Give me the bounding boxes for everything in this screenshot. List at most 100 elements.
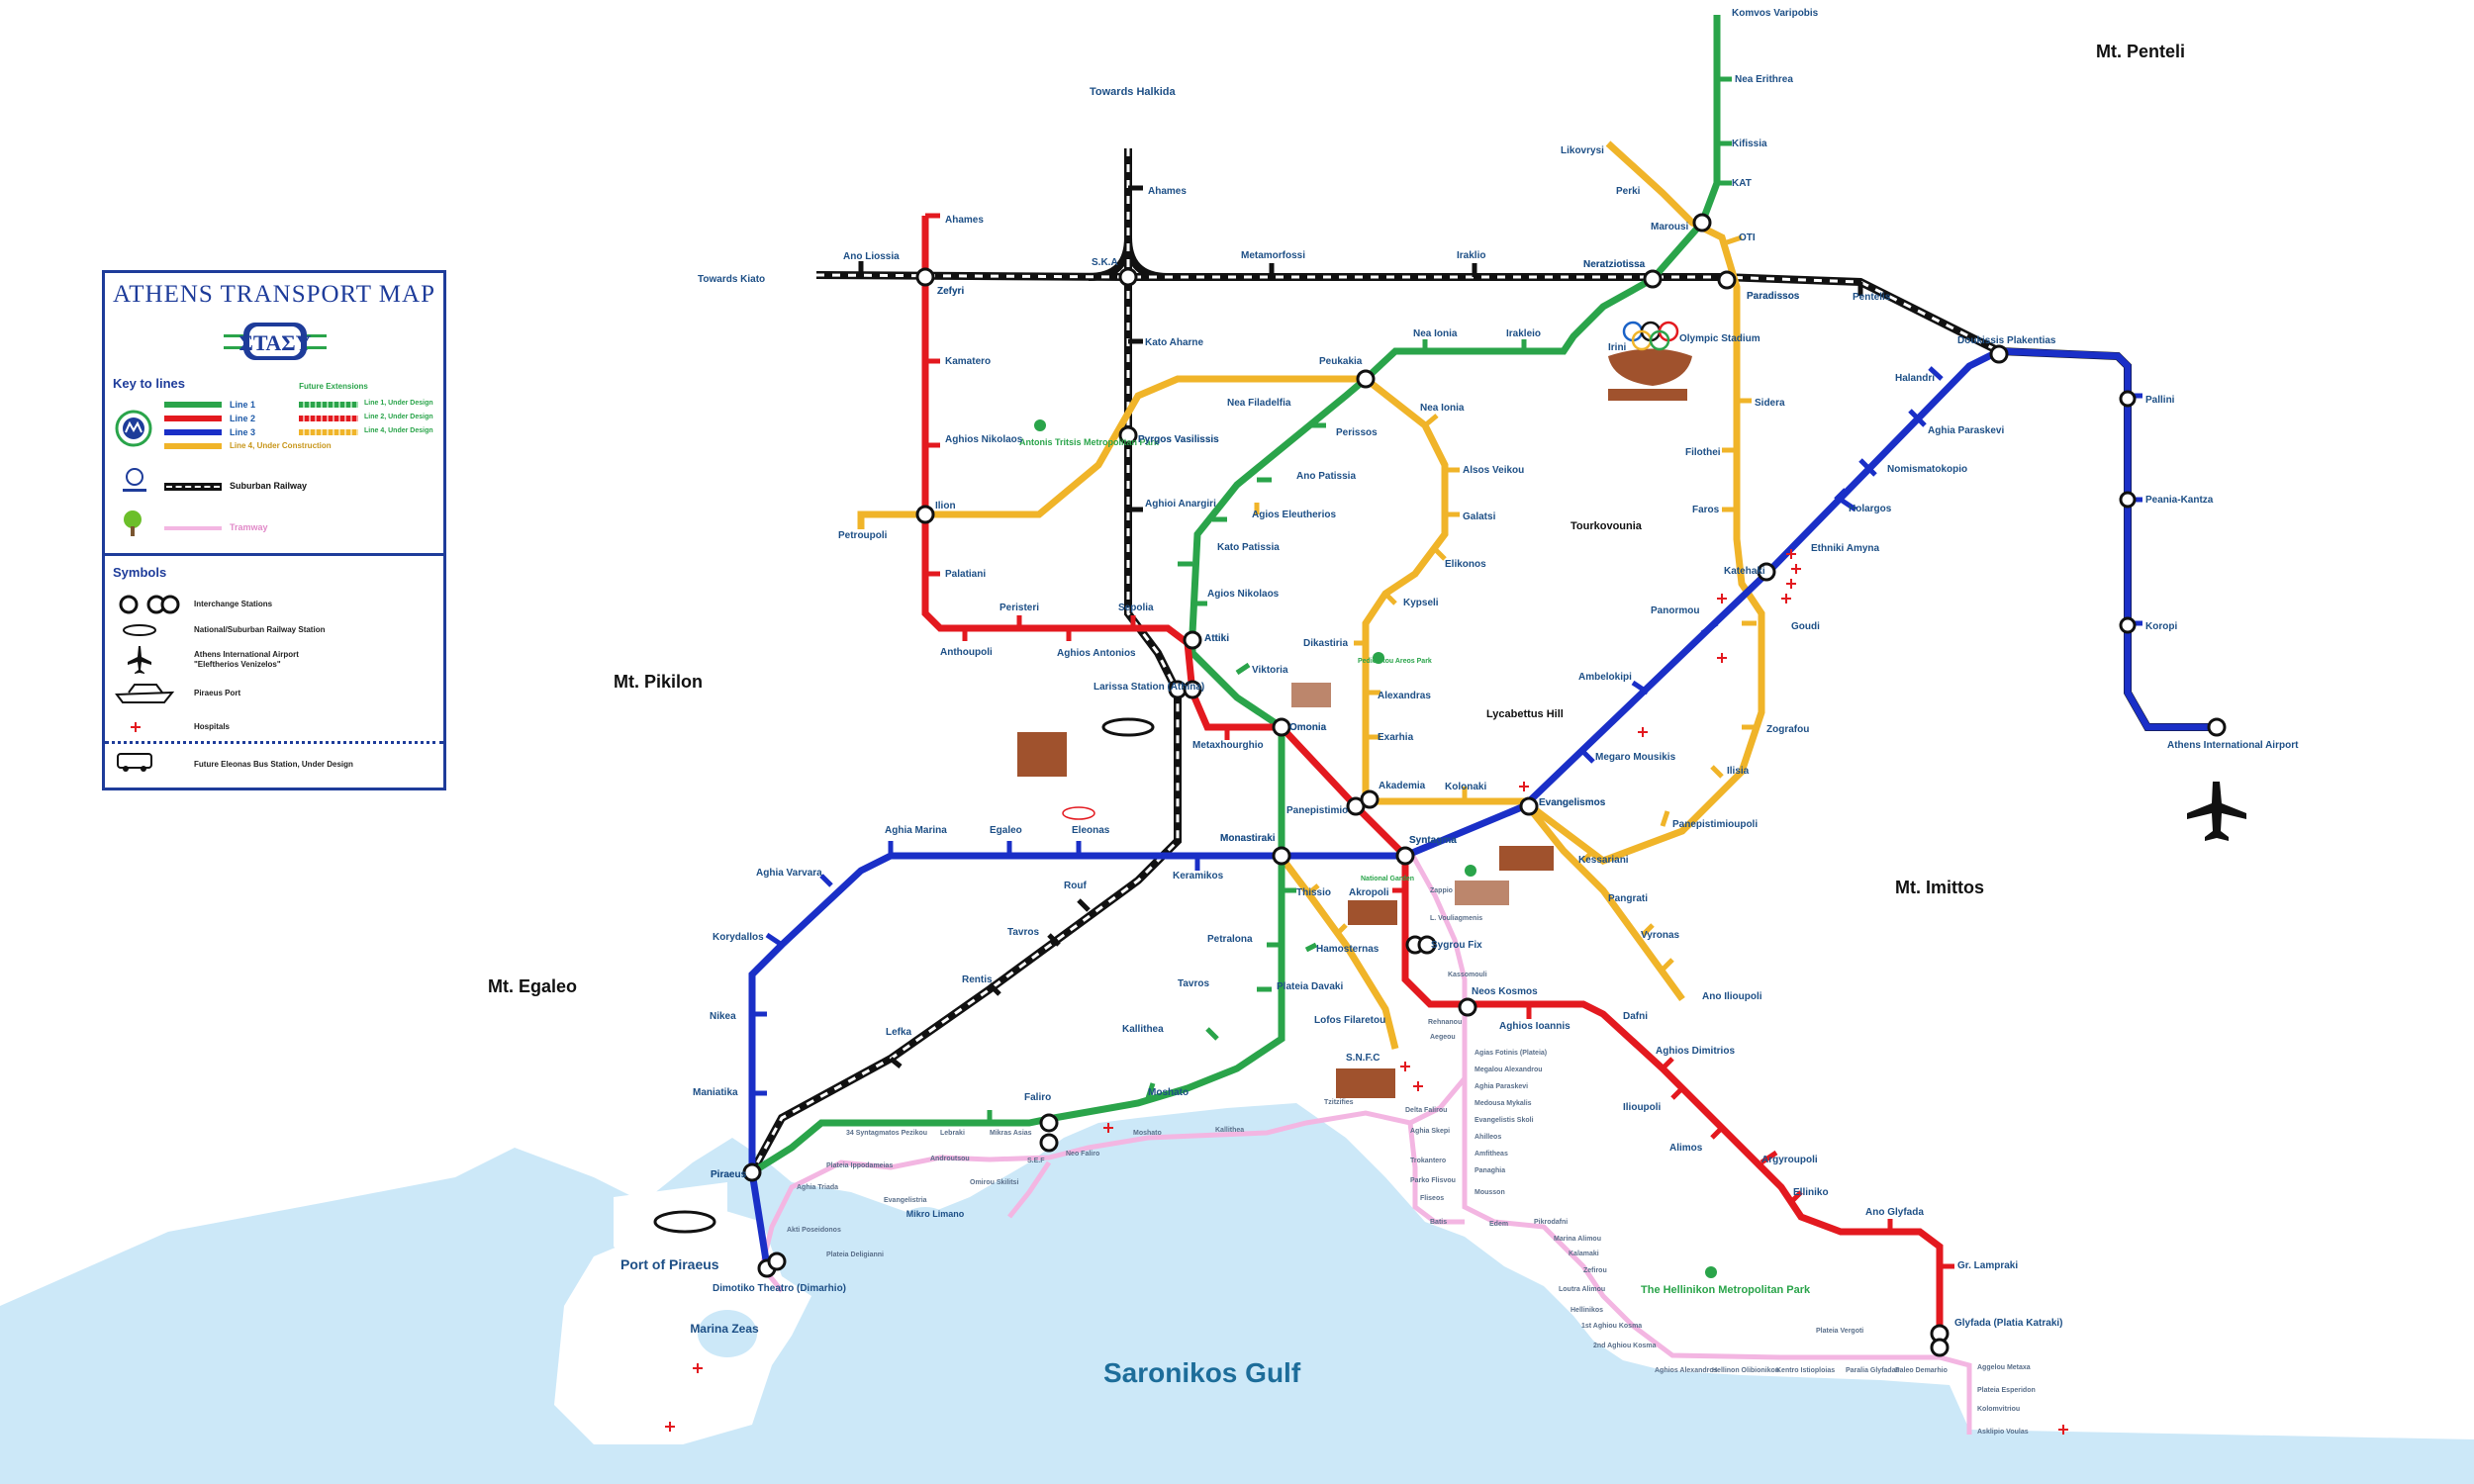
station: Rouf <box>1064 881 1087 891</box>
station: Kato Aharne <box>1145 337 1204 348</box>
station: Tavros <box>1007 927 1039 938</box>
station: Athens International Airport <box>2167 740 2299 751</box>
tram-stop: Hellinon Olibionikon <box>1712 1367 1779 1374</box>
station: Pentelis <box>1853 292 1891 303</box>
station: Faros <box>1692 505 1720 515</box>
station: Kallithea <box>1122 1024 1164 1035</box>
legend-dotted-separator <box>105 741 443 744</box>
station: Neratziotissa <box>1583 259 1646 270</box>
legend-hospitals: Hospitals <box>194 722 231 731</box>
legend: ATHENS TRANSPORT MAP ΣΤΑΣΥ Key to lines … <box>102 270 446 790</box>
tram-line <box>759 849 1972 1435</box>
label-towards-kiato: Towards Kiato <box>698 274 765 285</box>
station: Nomismatokopio <box>1887 464 1967 475</box>
tram-stop: Batis <box>1430 1219 1447 1226</box>
interchange-icon <box>119 595 180 614</box>
station: Lofos Filaretou <box>1314 1015 1385 1026</box>
station: Ano Liossia <box>843 251 900 262</box>
tram-stop: Parko Flisvou <box>1410 1177 1456 1184</box>
tram-stop: 34 Syntagmatos Pezikou <box>846 1130 927 1137</box>
station: Irakleio <box>1506 328 1541 339</box>
tram-stop: Megalou Alexandrou <box>1475 1067 1543 1073</box>
station: Megaro Mousikis <box>1595 752 1676 763</box>
swatch-line2-future <box>299 416 358 421</box>
tram-stop: Aghia Skepi <box>1410 1128 1450 1135</box>
station: Nea Ionia <box>1420 403 1465 414</box>
station: Doukissis Plakentias <box>1957 335 2056 346</box>
station: Nikea <box>710 1011 736 1022</box>
legend-separator <box>105 553 443 556</box>
station: Faliro <box>1024 1092 1051 1103</box>
legend-line1: Line 1 <box>230 400 256 410</box>
label-marina-zeas: Marina Zeas <box>690 1322 759 1336</box>
station: Hamosternas <box>1316 944 1380 955</box>
swatch-line3 <box>164 429 222 435</box>
label-tourkovounia: Tourkovounia <box>1570 520 1643 532</box>
station: Dafni <box>1623 1011 1648 1022</box>
station: Aghios Antonios <box>1057 648 1136 659</box>
tram-stop: Akti Poseidonos <box>787 1227 841 1234</box>
station: Zefyri <box>937 286 964 297</box>
hospital-icons <box>665 549 2068 1435</box>
station: Ilion <box>935 501 956 511</box>
station: Omonia <box>1289 722 1327 733</box>
station: Sepolia <box>1118 603 1154 613</box>
tram-stop: Zappio <box>1430 887 1453 894</box>
station: Halandri <box>1895 373 1935 384</box>
station: Piraeus <box>711 1169 747 1180</box>
legend-line3: Line 3 <box>230 427 256 437</box>
train-station-icon <box>123 624 156 636</box>
station: Exarhia <box>1378 732 1414 743</box>
tram-stop: Aghia Paraskevi <box>1475 1083 1528 1090</box>
station: Kato Patissia <box>1217 542 1280 553</box>
label-port-piraeus: Port of Piraeus <box>620 1256 719 1272</box>
station: Attiki <box>1204 633 1229 644</box>
station: Zografou <box>1766 724 1809 735</box>
station: Neos Kosmos <box>1472 986 1538 997</box>
station: Evangelismos <box>1539 797 1606 808</box>
legend-port: Piraeus Port <box>194 689 241 697</box>
station: Kamatero <box>945 356 991 367</box>
station: Petroupoli <box>838 530 888 541</box>
swatch-line1 <box>164 402 222 408</box>
station: Aghia Marina <box>885 825 947 836</box>
station: Tavros <box>1178 978 1209 989</box>
tram-stop: Plateia Ippodameias <box>826 1162 893 1169</box>
station: Pallini <box>2145 395 2175 406</box>
station: Glyfada (Platia Katraki) <box>1954 1318 2062 1329</box>
tram-stop: Mousson <box>1475 1189 1505 1196</box>
station: Kypseli <box>1403 598 1439 608</box>
station: Agios Eleutherios <box>1252 510 1336 520</box>
tram-stop: 1st Aghiou Kosma <box>1581 1323 1642 1330</box>
legend-symbols-header: Symbols <box>113 565 167 580</box>
station: Elliniko <box>1793 1187 1829 1198</box>
legend-line1-future: Line 1, Under Design <box>364 400 433 407</box>
station: Omonia <box>1289 722 1327 733</box>
label-national-garden: National Garden <box>1361 876 1414 882</box>
swatch-line4 <box>164 443 222 449</box>
station: Zefyri <box>937 286 964 297</box>
tram-stop: Plateia Vergoti <box>1816 1328 1863 1335</box>
tram-stop: Evangelistria <box>884 1197 927 1204</box>
tram-stop: Moshato <box>1133 1130 1162 1137</box>
bus-icon <box>117 753 152 772</box>
station: OTI <box>1739 232 1756 243</box>
station: Metamorfossi <box>1241 250 1305 261</box>
tram-stop: Kolomvitriou <box>1977 1406 2020 1413</box>
label-park-tritsis: Antonis Tritsis Metropolitan Park <box>1019 437 1160 447</box>
station: Galatsi <box>1463 511 1496 522</box>
station: Aghia Paraskevi <box>1928 425 2004 436</box>
station: Peristeri <box>999 603 1039 613</box>
tram-stop: Evangelistis Skoli <box>1475 1117 1534 1124</box>
tram-stop: Kallithea <box>1215 1127 1244 1134</box>
tram-stop: Agias Fotinis (Plateia) <box>1475 1050 1547 1057</box>
station: Iraklio <box>1457 250 1485 261</box>
station: Thissio <box>1296 887 1331 898</box>
label-pedion-areos: Pedion tou Areos Park <box>1358 658 1432 665</box>
tram-stop: Fliseos <box>1420 1195 1444 1202</box>
legend-line2: Line 2 <box>230 414 256 423</box>
station: Vyronas <box>1641 930 1680 941</box>
station: Alimos <box>1669 1143 1703 1154</box>
tram-stop: Ahilleos <box>1475 1134 1501 1141</box>
legend-rail-station: National/Suburban Railway Station <box>194 625 326 634</box>
